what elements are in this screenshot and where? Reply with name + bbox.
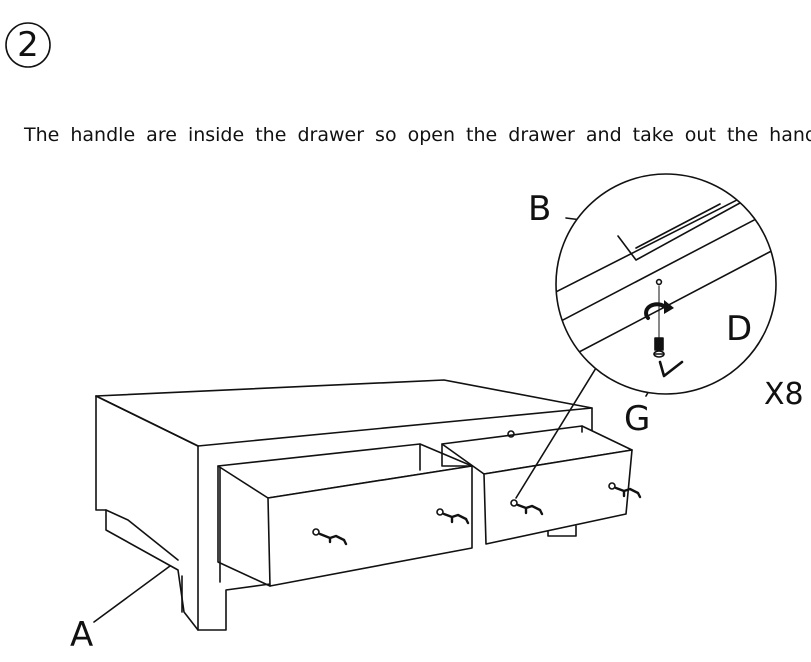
leader-line-detail xyxy=(515,367,597,499)
step-number: 2 xyxy=(17,25,39,65)
label-d: D xyxy=(726,309,752,349)
screw-fitting xyxy=(436,508,470,525)
leader-line-a xyxy=(93,565,171,623)
label-a: A xyxy=(70,615,93,655)
detail-view xyxy=(555,173,777,395)
screw-icon xyxy=(653,337,665,358)
screw-fitting xyxy=(608,482,642,499)
screwdriver-icon xyxy=(658,360,684,378)
right-drawer xyxy=(441,425,642,545)
step-number-circle xyxy=(5,22,51,68)
screw-fitting xyxy=(312,528,348,546)
label-b: B xyxy=(528,189,551,229)
quantity-label: X8 xyxy=(764,377,804,412)
instruction-text: The handle are inside the drawer so open… xyxy=(24,124,811,146)
label-g: G xyxy=(624,399,650,439)
screw-fitting xyxy=(510,499,544,516)
left-drawer xyxy=(217,443,473,587)
rotate-arrow-icon xyxy=(644,300,674,320)
